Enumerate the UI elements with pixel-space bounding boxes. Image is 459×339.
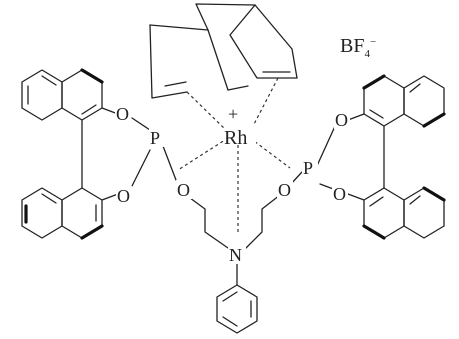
- cod-ligand: [149, 3, 298, 99]
- coordination-bonds: [177, 77, 291, 235]
- oxygen-label: O: [116, 104, 129, 124]
- oxygen-label: O: [177, 180, 190, 200]
- counterion-sub: 4: [364, 48, 370, 60]
- counterion-label: BF4−: [340, 35, 376, 60]
- counterion-main: BF: [340, 35, 364, 57]
- oxygen-label: O: [333, 184, 346, 204]
- phosphorus-label: P: [150, 128, 160, 148]
- phosphorus-label: P: [303, 158, 313, 178]
- rhodium-label: Rh: [224, 127, 247, 149]
- counterion-charge: −: [370, 36, 376, 48]
- left-binol: [21, 68, 177, 240]
- nitrogen-label: N: [229, 245, 242, 265]
- right-binol: [289, 74, 446, 240]
- oxygen-label: O: [117, 186, 130, 206]
- oxygen-label: O: [335, 110, 348, 130]
- metal-charge: +: [228, 104, 238, 124]
- amine-linker: [185, 194, 281, 286]
- phenyl-ring: [216, 284, 258, 334]
- oxygen-label: O: [278, 180, 291, 200]
